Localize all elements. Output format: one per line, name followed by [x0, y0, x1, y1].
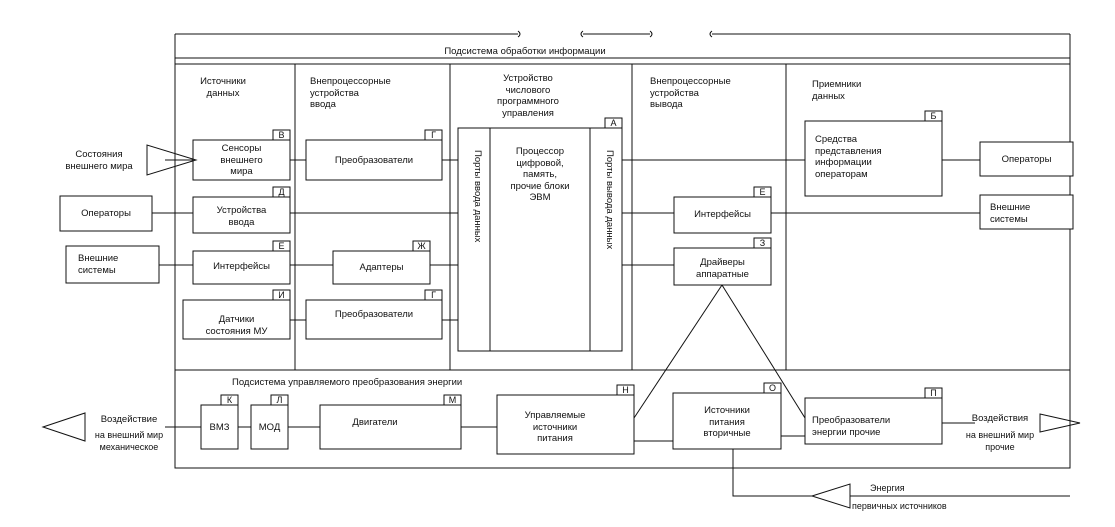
- tag-converters-bottom: Г: [431, 290, 436, 300]
- energy-label-1: Энергия: [870, 483, 905, 493]
- processor-label: Процессор цифровой, память, прочие блоки…: [510, 146, 570, 203]
- column-input-devices: Внепроцессорные устройства ввода: [310, 76, 391, 110]
- column-output-devices: Внепроцессорные устройства вывода: [650, 76, 731, 110]
- tag-display-means: Б: [930, 111, 937, 121]
- tag-mod: Л: [276, 395, 283, 405]
- mod-label: МОД: [258, 422, 281, 433]
- secondary-power-label: Источники питания вторичные: [703, 405, 751, 439]
- tag-interfaces-right: Е: [759, 187, 766, 197]
- tag-hw-drivers: З: [759, 238, 766, 248]
- converters-bottom-label: Преобразователи: [334, 309, 414, 320]
- motors-label: Двигатели: [352, 417, 398, 428]
- ports-out-label: Порты вывода данных: [604, 150, 615, 250]
- tag-interfaces-left: Е: [278, 241, 285, 251]
- converters-top-label: Преобразователи: [334, 155, 414, 166]
- column-cnc: Устройство числового программного управл…: [497, 73, 559, 119]
- vmz-label: ВМЗ: [209, 422, 230, 433]
- energy-subsystem-title: Подсистема управляемого преобразования э…: [232, 377, 463, 388]
- controlled-power-label: Управляемые источники питания: [524, 410, 586, 444]
- tag-motors: М: [448, 395, 457, 405]
- column-sources: Источники данных: [200, 76, 246, 99]
- adapters-label: Адаптеры: [359, 262, 404, 273]
- mech-effect-label-1: Воздействие: [100, 414, 158, 425]
- mu-sensors-label: Датчики состояния МУ: [205, 314, 268, 337]
- info-subsystem-title: Подсистема обработки информации: [444, 46, 606, 57]
- other-effect-label-2: на внешний мир прочие: [965, 430, 1035, 452]
- input-units-label: Устройства ввода: [216, 205, 267, 228]
- tag-controlled-power: Н: [622, 385, 629, 395]
- display-means-label: Средства представления информации операт…: [815, 134, 882, 180]
- hw-drivers-label: Драйверы аппаратные: [696, 257, 749, 280]
- ports-in-label: Порты ввода данных: [472, 150, 483, 243]
- operators-left-label: Операторы: [81, 208, 131, 219]
- tag-cnc: А: [610, 118, 617, 128]
- tag-adapters: Ж: [417, 241, 426, 251]
- world-state-label: Состояния внешнего мира: [65, 149, 133, 172]
- other-effect-label-1: Воздействия: [971, 413, 1029, 424]
- energy-label-2: первичных источников: [852, 501, 947, 511]
- operators-right-label: Операторы: [1001, 154, 1052, 165]
- tag-other-converters: П: [930, 388, 937, 398]
- tag-secondary-power: О: [768, 383, 776, 393]
- ext-systems-left-label: Внешние системы: [78, 253, 119, 276]
- sensors-label: Сенсоры внешнего мира: [220, 143, 263, 177]
- tag-sensors: В: [278, 130, 285, 140]
- column-receivers: Приемники данных: [812, 79, 862, 102]
- tag-vmz: К: [226, 395, 233, 405]
- tag-converters-top: Г: [431, 130, 436, 140]
- interfaces-right-label: Интерфейсы: [694, 209, 751, 220]
- tag-mu-sensors: И: [278, 290, 285, 300]
- ext-systems-right-label: Внешние системы: [990, 202, 1031, 225]
- tag-input-units: Д: [278, 187, 285, 197]
- interfaces-left-label: Интерфейсы: [213, 261, 270, 272]
- mech-effect-label-2: на внешний мир механическое: [94, 430, 164, 452]
- other-converters-label: Преобразователи энергии прочие: [812, 415, 891, 438]
